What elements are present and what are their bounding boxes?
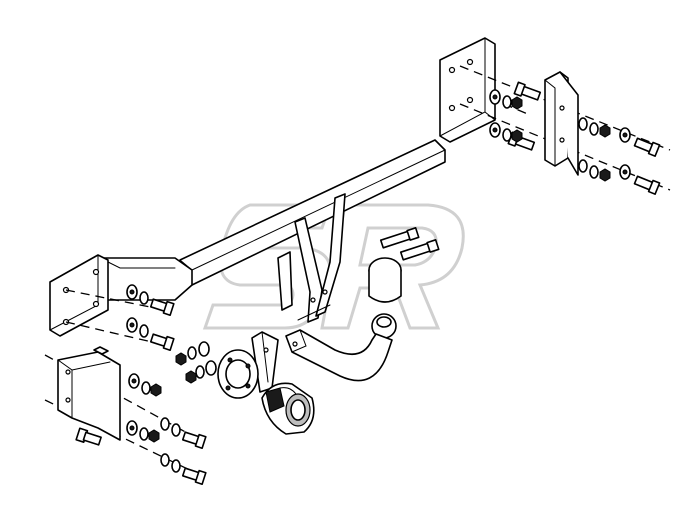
long-bolts: [379, 227, 440, 261]
crossbar: [99, 139, 446, 301]
right-fasteners: [489, 81, 661, 195]
tow-ball-neck: [285, 257, 402, 382]
electrical-socket: [217, 349, 315, 435]
left-plate-fasteners: [126, 284, 175, 351]
right-vehicle-bracket: [544, 71, 579, 176]
left-vehicle-bracket: [57, 346, 121, 441]
left-mounting-plate: [49, 254, 109, 337]
left-bracket-fasteners: [75, 373, 207, 485]
ball-holder-bracket: [277, 193, 346, 323]
right-mounting-plate: [439, 37, 496, 143]
